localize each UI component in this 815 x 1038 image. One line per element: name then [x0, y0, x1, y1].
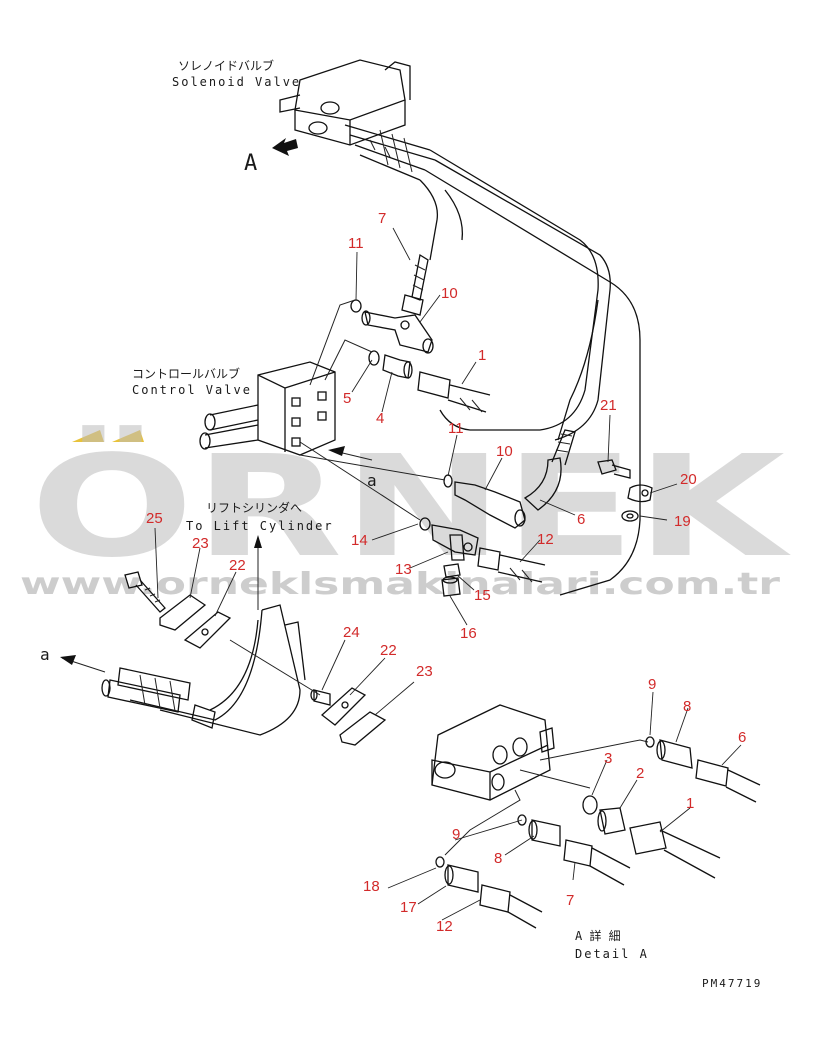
callout-3: 3 — [604, 750, 612, 767]
callout-25: 25 — [146, 510, 163, 527]
callout-23b: 23 — [416, 663, 433, 680]
control-valve — [199, 361, 336, 456]
callout-6b: 6 — [738, 729, 746, 746]
callout-23: 23 — [192, 535, 209, 552]
solenoid-label-jp: ソレノイドバルブ — [178, 58, 274, 73]
callout-8: 8 — [683, 698, 691, 715]
callout-5: 5 — [343, 390, 351, 407]
callout-10b: 10 — [496, 443, 513, 460]
callout-16: 16 — [460, 625, 477, 642]
callout-10: 10 — [441, 285, 458, 302]
detail-label-en: Detail A — [575, 947, 649, 961]
detail-a — [431, 704, 761, 929]
mid-fittings — [299, 429, 653, 529]
callout-14: 14 — [351, 532, 368, 549]
callout-8b: 8 — [494, 850, 502, 867]
watermark-accent-right — [112, 430, 144, 442]
hose-loops — [419, 149, 641, 596]
callout-numbers: 7 11 10 1 5 4 11 10 21 20 6 19 25 23 22 … — [146, 210, 746, 935]
watermark-accent-left — [72, 430, 104, 442]
solenoid-valve — [279, 59, 436, 181]
lift-label-en: To Lift Cylinder — [186, 519, 334, 533]
callout-11b: 11 — [448, 420, 464, 437]
callout-1: 1 — [478, 347, 486, 364]
callout-21: 21 — [600, 397, 617, 414]
callout-9: 9 — [648, 676, 656, 693]
callout-4: 4 — [376, 410, 384, 427]
callout-24: 24 — [343, 624, 360, 641]
callout-20: 20 — [680, 471, 697, 488]
callout-9b: 9 — [452, 826, 460, 843]
callout-6: 6 — [577, 511, 585, 528]
arrow-a-upper: a — [328, 446, 379, 490]
lower-tee — [299, 441, 546, 597]
callout-12b: 12 — [436, 918, 453, 935]
callout-15: 15 — [474, 587, 491, 604]
detail-label-jp: A 詳 細 — [575, 928, 621, 943]
lift-hose-bundle — [101, 604, 306, 736]
upper-fittings — [309, 253, 491, 413]
drawing-number: PM47719 — [702, 977, 762, 990]
lift-arrow-head — [254, 535, 262, 548]
leader-lines — [154, 227, 742, 921]
callout-18: 18 — [363, 878, 380, 895]
callout-22: 22 — [229, 557, 246, 574]
arrow-a-upper-label: a — [367, 471, 379, 490]
lift-label-jp: リフトシリンダへ — [206, 500, 302, 515]
clamp-parts — [124, 571, 387, 746]
callout-11: 11 — [348, 235, 364, 252]
callout-7b: 7 — [566, 892, 574, 909]
callout-12: 12 — [537, 531, 554, 548]
view-arrow-a: A — [244, 138, 298, 176]
callout-19: 19 — [674, 513, 691, 530]
callout-2: 2 — [636, 765, 644, 782]
arrow-a-lower-label: a — [40, 645, 52, 664]
callout-22b: 22 — [380, 642, 397, 659]
control-label-en: Control Valve — [132, 383, 252, 397]
callout-7: 7 — [378, 210, 386, 227]
callout-17: 17 — [400, 899, 417, 916]
solenoid-label-en: Solenoid Valve — [172, 75, 301, 89]
view-a-label: A — [244, 151, 259, 176]
arrow-a-lower: a — [40, 645, 106, 673]
control-label-jp: コントロールバルブ — [132, 366, 240, 381]
callout-13: 13 — [395, 561, 412, 578]
callout-1b: 1 — [686, 795, 694, 812]
